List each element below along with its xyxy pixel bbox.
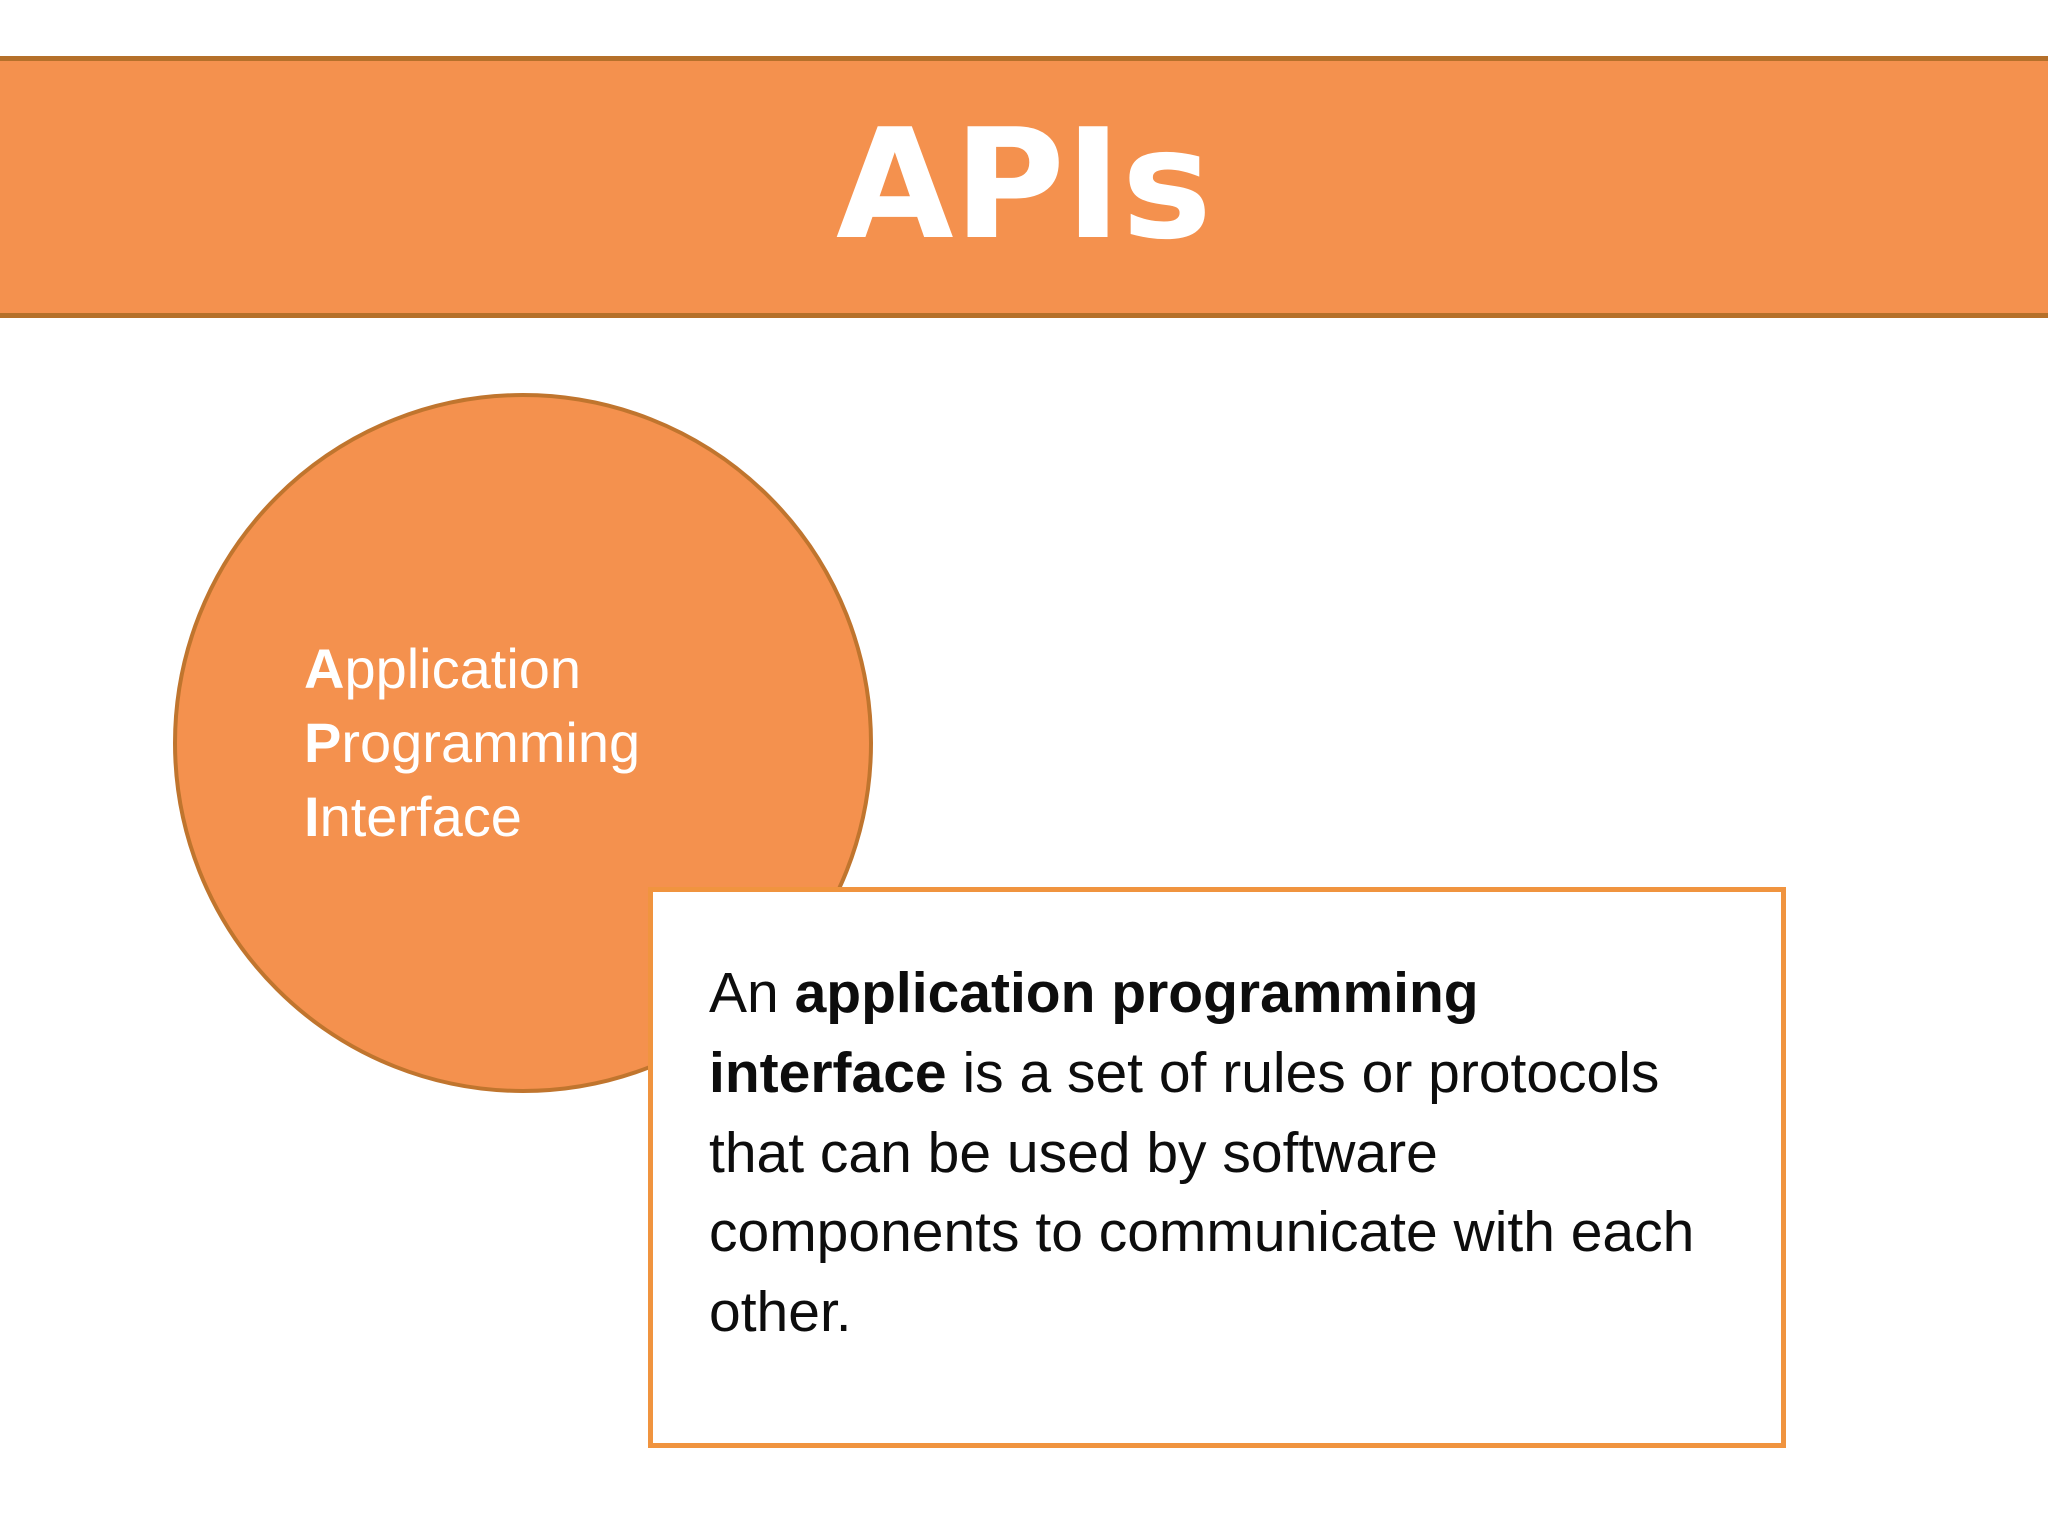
page-title: APIs	[835, 96, 1213, 273]
definition-body: is a set of rules or protocols that can …	[709, 1040, 1695, 1345]
acronym-rest-programming: rogramming	[341, 711, 641, 775]
definition-paragraph: An application programming interface is …	[709, 954, 1725, 1353]
title-banner: APIs	[0, 56, 2048, 318]
acronym-initial-i: I	[304, 784, 320, 848]
acronym-initial-p: P	[304, 711, 342, 775]
definition-term: application programming interface	[709, 961, 1479, 1105]
definition-lead: An	[709, 961, 795, 1025]
api-acronym-circle: Application Programming Interface	[173, 393, 873, 1093]
acronym-rest-interface: nterface	[319, 784, 522, 848]
acronym-rest-application: pplication	[344, 637, 582, 701]
acronym-line-programming: Programming	[304, 706, 849, 780]
acronym-line-application: Application	[304, 632, 849, 706]
acronym-line-interface: Interface	[304, 780, 849, 854]
definition-box: An application programming interface is …	[648, 887, 1786, 1448]
acronym-initial-a: A	[304, 637, 345, 701]
api-acronym-lines: Application Programming Interface	[177, 632, 869, 854]
